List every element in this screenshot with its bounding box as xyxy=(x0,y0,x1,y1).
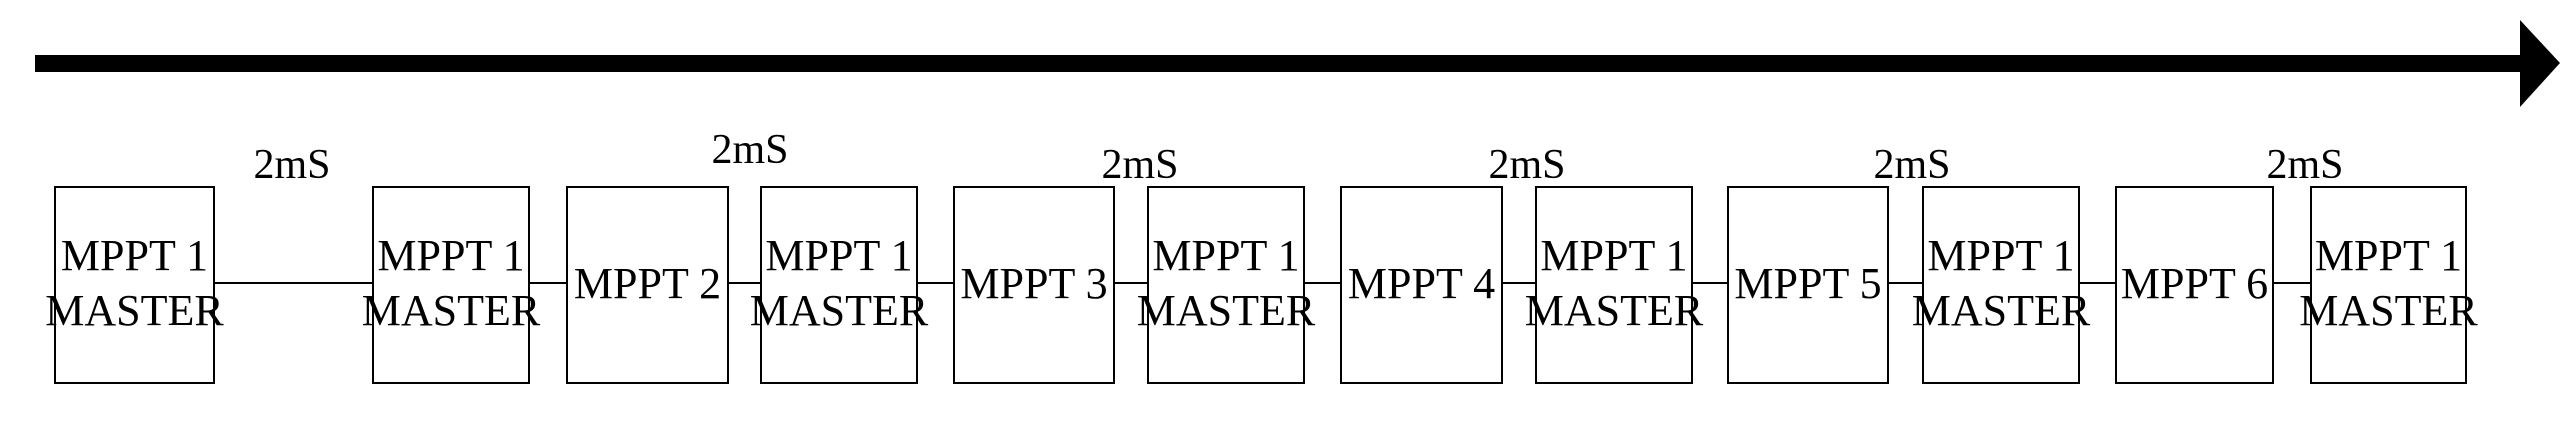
block-7-line1: MPPT 4 xyxy=(1348,259,1495,308)
block-8: MPPT 1 MASTER xyxy=(1525,186,1704,384)
block-5: MPPT 3 xyxy=(953,186,1115,384)
block-2-line1: MPPT 1 xyxy=(377,231,524,280)
block-11-frame xyxy=(2115,186,2274,384)
block-12: MPPT 1 MASTER xyxy=(2299,186,2478,384)
interval-label-6: 2mS xyxy=(2266,142,2343,188)
block-11-line1: MPPT 6 xyxy=(2121,259,2268,308)
block-3-line1: MPPT 2 xyxy=(574,259,721,308)
block-7: MPPT 4 xyxy=(1340,186,1503,384)
block-6-line2: MASTER xyxy=(1137,286,1316,335)
block-4-line1: MPPT 1 xyxy=(765,231,912,280)
interval-labels: 2mS 2mS 2mS 2mS 2mS 2mS xyxy=(253,127,2343,188)
block-7-frame xyxy=(1340,186,1503,384)
interval-label-3: 2mS xyxy=(1101,142,1178,188)
block-2-frame xyxy=(372,186,530,384)
block-9: MPPT 5 xyxy=(1727,186,1889,384)
block-10-frame xyxy=(1922,186,2080,384)
timeline-arrow xyxy=(35,20,2560,107)
timeline-arrow-shaft xyxy=(35,55,2523,72)
block-1-line2: MASTER xyxy=(45,286,224,335)
block-2: MPPT 1 MASTER xyxy=(362,186,541,384)
block-1: MPPT 1 MASTER xyxy=(45,186,224,384)
block-8-line2: MASTER xyxy=(1525,286,1704,335)
interval-label-5: 2mS xyxy=(1873,142,1950,188)
block-12-line1: MPPT 1 xyxy=(2315,231,2462,280)
block-6-frame xyxy=(1147,186,1305,384)
block-1-frame xyxy=(54,186,215,384)
block-10-line2: MASTER xyxy=(1912,286,2091,335)
block-9-line1: MPPT 5 xyxy=(1734,259,1881,308)
block-12-line2: MASTER xyxy=(2299,286,2478,335)
block-1-line1: MPPT 1 xyxy=(61,231,208,280)
block-10-line1: MPPT 1 xyxy=(1927,231,2074,280)
block-5-frame xyxy=(953,186,1115,384)
interval-label-1: 2mS xyxy=(253,142,330,188)
block-4: MPPT 1 MASTER xyxy=(750,186,929,384)
block-2-line2: MASTER xyxy=(362,286,541,335)
block-5-line1: MPPT 3 xyxy=(960,259,1107,308)
blocks: MPPT 1 MASTER MPPT 1 MASTER MPPT 2 MPPT … xyxy=(45,186,2478,384)
block-6: MPPT 1 MASTER xyxy=(1137,186,1316,384)
block-8-line1: MPPT 1 xyxy=(1540,231,1687,280)
block-11: MPPT 6 xyxy=(2115,186,2274,384)
interval-label-2: 2mS xyxy=(711,127,788,173)
block-4-line2: MASTER xyxy=(750,286,929,335)
timeline-arrow-head xyxy=(2520,20,2560,107)
block-3-frame xyxy=(566,186,729,384)
block-12-frame xyxy=(2310,186,2467,384)
block-4-frame xyxy=(760,186,918,384)
block-10: MPPT 1 MASTER xyxy=(1912,186,2091,384)
block-3: MPPT 2 xyxy=(566,186,729,384)
block-9-frame xyxy=(1727,186,1889,384)
block-6-line1: MPPT 1 xyxy=(1152,231,1299,280)
interval-label-4: 2mS xyxy=(1488,142,1565,188)
block-8-frame xyxy=(1535,186,1693,384)
